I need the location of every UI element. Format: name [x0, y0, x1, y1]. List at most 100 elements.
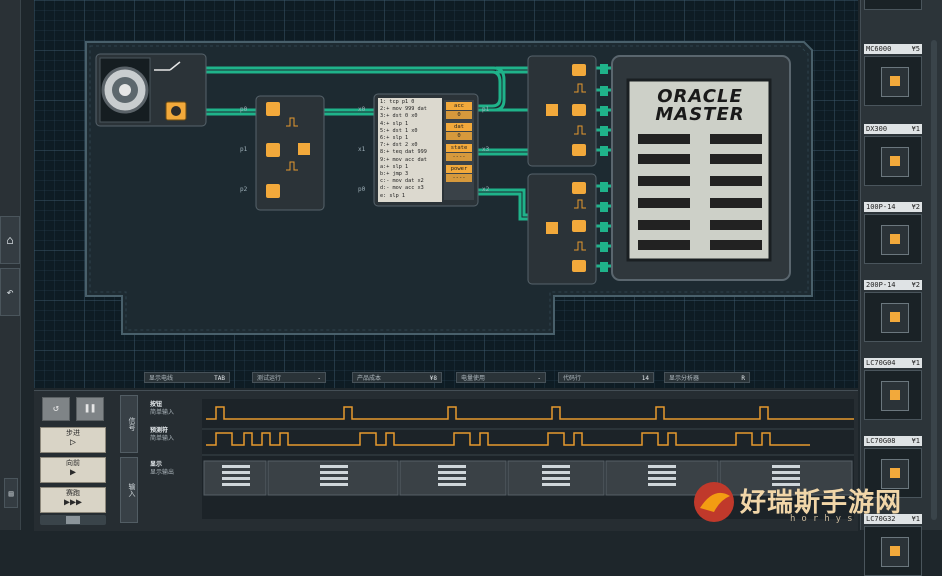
- status-label: 产品成本: [357, 375, 382, 382]
- status-field: 产品成本¥8: [352, 372, 442, 383]
- sensor-module[interactable]: [95, 53, 207, 127]
- status-label: 显示分析器: [669, 375, 700, 382]
- register-value: ----: [446, 174, 472, 182]
- palette-item-label: 200P-14¥2: [864, 280, 922, 290]
- undo-button[interactable]: ↶: [0, 268, 20, 316]
- palette-item-thumbnail: [864, 0, 922, 10]
- signal-label: 显示显示输出: [150, 461, 202, 477]
- speed-slider[interactable]: [40, 515, 106, 525]
- simulation-panel: ↺ ❚❚ 步进 ▷ 向前 ▶ 赛跑 ▶▶▶ 信号 输入 按钮简单输入: [34, 390, 858, 531]
- predictor-waveform: [206, 432, 810, 446]
- forward-button[interactable]: 向前 ▶: [40, 457, 106, 483]
- palette-item[interactable]: [864, 0, 922, 10]
- code-line[interactable]: d:- mov acc x3: [380, 185, 424, 192]
- palette-item[interactable]: LC70G04 ¥1: [864, 358, 922, 420]
- palette-item[interactable]: LC70G08¥1: [864, 436, 922, 498]
- code-line[interactable]: 2:+ mov 999 dat: [380, 106, 427, 113]
- reset-button[interactable]: ↺: [42, 397, 70, 421]
- status-value: TAB: [214, 375, 225, 382]
- oracle-display[interactable]: [611, 55, 791, 281]
- port-label-x3: x3: [482, 146, 490, 153]
- code-line[interactable]: a:+ slp 1: [380, 163, 409, 170]
- register-name: state: [446, 144, 472, 152]
- code-line[interactable]: 5:+ dst 1 x0: [380, 127, 418, 134]
- palette-item-thumbnail: [864, 526, 922, 576]
- watermark: 好瑞斯手游网 horhys: [690, 478, 940, 530]
- oracle-title: ORACLE MASTER: [638, 88, 762, 124]
- oracle-line2: MASTER: [655, 104, 745, 125]
- step-button[interactable]: 步进 ▷: [40, 427, 106, 453]
- code-line[interactable]: 6:+ slp 1: [380, 135, 409, 142]
- palette-item-thumbnail: [864, 292, 922, 342]
- palette-item-thumbnail: [864, 214, 922, 264]
- tab-inputs[interactable]: 输入: [120, 457, 138, 523]
- code-line[interactable]: 7:+ dst 2 x0: [380, 142, 418, 149]
- chip-icon: [881, 537, 909, 567]
- palette-item-label: LC70G08¥1: [864, 436, 922, 446]
- code-line[interactable]: 8:+ teq dat 999: [380, 149, 427, 156]
- home-button[interactable]: ⌂: [0, 216, 20, 264]
- port-label-p0: p0: [240, 106, 248, 113]
- palette-item-thumbnail: [864, 370, 922, 420]
- dx300-chip-3[interactable]: [527, 173, 597, 285]
- dx300-chip-2[interactable]: [527, 55, 597, 167]
- palette-item-name: LC70G04: [866, 359, 896, 367]
- watermark-logo-icon: [694, 482, 734, 522]
- register-state: state----: [446, 144, 472, 161]
- status-field: 电量使用-: [456, 372, 546, 383]
- palette-item[interactable]: 100P-14¥2: [864, 202, 922, 264]
- code-line[interactable]: 3:+ dst 0 x0: [380, 113, 418, 120]
- palette-scrollbar[interactable]: [931, 40, 937, 520]
- code-line[interactable]: 4:+ slp 1: [380, 120, 409, 127]
- palette-item[interactable]: DX300¥1: [864, 124, 922, 186]
- signal-type: 简单输入: [150, 409, 175, 416]
- code-line[interactable]: 9:+ mov acc dat: [380, 156, 427, 163]
- code-line[interactable]: c:- mov dat x2: [380, 178, 424, 185]
- palette-item-label: LC70G32¥1: [864, 514, 922, 524]
- palette-item-label: MC6000¥5: [864, 44, 922, 54]
- palette-item-price: ¥1: [911, 359, 920, 367]
- palette-item-name: DX300: [866, 125, 888, 133]
- palette-item-label: 100P-14¥2: [864, 202, 922, 212]
- palette-item-name: 200P-14: [866, 281, 896, 289]
- port-label-p1: p1: [240, 146, 248, 153]
- forward-icon: ▶: [69, 467, 77, 478]
- dx300-chip-1[interactable]: [255, 95, 325, 211]
- palette-item-price: ¥1: [911, 437, 920, 445]
- code-line[interactable]: b:+ jmp 3: [380, 171, 409, 178]
- undo-icon: ↶: [6, 285, 14, 299]
- palette-item[interactable]: MC6000¥5: [864, 44, 922, 106]
- status-value: 14: [641, 375, 649, 382]
- chip-icon: [881, 67, 909, 97]
- code-line[interactable]: 1: tcp p1 0: [380, 99, 415, 105]
- palette-item-thumbnail: [864, 136, 922, 186]
- palette-item-label: DX300¥1: [864, 124, 922, 134]
- port-label-x0: x0: [358, 106, 366, 113]
- tab-signals[interactable]: 信号: [120, 395, 138, 453]
- status-field: 测试运行-: [252, 372, 326, 383]
- register-value: ----: [446, 153, 472, 161]
- step-label: 步进: [66, 429, 80, 437]
- port-label-p0-left: p0: [358, 186, 366, 193]
- pause-button[interactable]: ❚❚: [76, 397, 104, 421]
- port-label-p2: p2: [240, 186, 248, 193]
- code-line[interactable]: e: slp 1: [380, 192, 405, 199]
- register-name: power: [446, 165, 472, 173]
- palette-item-name: LC70G32: [866, 515, 896, 523]
- menu-button[interactable]: ▤: [4, 478, 18, 508]
- palette-item-name: MC6000: [866, 45, 892, 53]
- fast-forward-button[interactable]: 赛跑 ▶▶▶: [40, 487, 106, 513]
- watermark-subtext: horhys: [790, 514, 859, 524]
- speed-slider-handle[interactable]: [66, 516, 80, 524]
- palette-item[interactable]: 200P-14¥2: [864, 280, 922, 342]
- chip-icon: [881, 225, 909, 255]
- signal-type: 显示输出: [150, 469, 175, 476]
- palette-item-label: LC70G04 ¥1: [864, 358, 922, 368]
- status-label: 电量使用: [461, 375, 486, 382]
